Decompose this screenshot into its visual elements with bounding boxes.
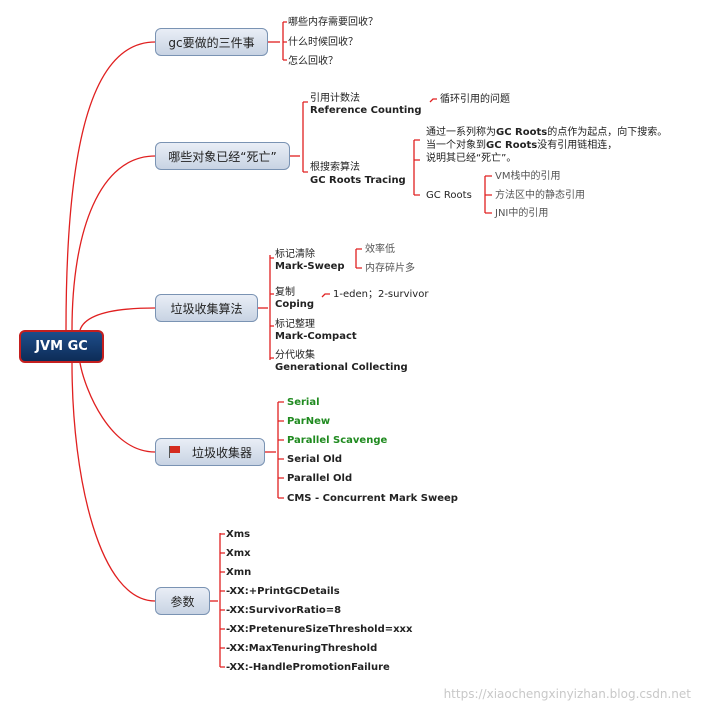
branch-label: 参数 bbox=[170, 594, 195, 609]
gc-roots-desc-line3: 说明其已经“死亡”。 bbox=[426, 153, 517, 164]
param-pretenure-size: -XX:PretenureSizeThreshold=xxx bbox=[226, 624, 413, 635]
param-xms: Xms bbox=[226, 529, 251, 540]
gc-roots-label: GC Roots bbox=[426, 190, 472, 201]
gc-roots-desc-line2: 当一个对象到GC Roots没有引用链相连， bbox=[426, 140, 618, 151]
param-handle-promotion: -XX:-HandlePromotionFailure bbox=[226, 662, 390, 673]
branch-dead-objects[interactable]: 哪些对象已经“死亡” bbox=[155, 142, 290, 170]
branch-gc-algorithms[interactable]: 垃圾收集算法 bbox=[155, 294, 258, 322]
branch-label: gc要做的三件事 bbox=[168, 35, 255, 50]
red-flag-icon bbox=[168, 446, 182, 458]
branch-gc-collectors[interactable]: 垃圾收集器 bbox=[155, 438, 265, 466]
gc-root-jni: JNI中的引用 bbox=[495, 208, 549, 219]
ref-counting-note: 循环引用的问题 bbox=[440, 94, 510, 105]
branch-label: 垃圾收集器 bbox=[191, 445, 252, 460]
collector-serial: Serial bbox=[287, 397, 320, 408]
param-max-tenuring: -XX:MaxTenuringThreshold bbox=[226, 643, 378, 654]
param-print-gc-details: -XX:+PrintGCDetails bbox=[226, 586, 340, 597]
param-xmn: Xmn bbox=[226, 567, 252, 578]
mark-compact-cn: 标记整理 bbox=[275, 319, 315, 330]
collector-serial-old: Serial Old bbox=[287, 454, 343, 465]
branch-label: 哪些对象已经“死亡” bbox=[168, 149, 277, 164]
root-tracing-en: GC Roots Tracing bbox=[310, 175, 406, 186]
coping-cn: 复制 bbox=[275, 287, 295, 298]
mark-sweep-cn: 标记清除 bbox=[275, 249, 315, 260]
gc-root-static-ref: 方法区中的静态引用 bbox=[495, 190, 585, 201]
branch-label: 垃圾收集算法 bbox=[170, 301, 243, 316]
topic-which-memory: 哪些内存需要回收？ bbox=[288, 17, 378, 28]
coping-en: Coping bbox=[275, 299, 315, 310]
coping-note: 1-eden；2-survivor bbox=[333, 289, 429, 300]
topic-how-collect: 怎么回收？ bbox=[288, 56, 338, 67]
param-xmx: Xmx bbox=[226, 548, 251, 559]
watermark: https://xiaochengxinyizhan.blog.csdn.net bbox=[443, 687, 691, 701]
collector-parnew: ParNew bbox=[287, 416, 331, 427]
param-survivor-ratio: -XX:SurvivorRatio=8 bbox=[226, 605, 342, 616]
mark-sweep-note-fragment: 内存碎片多 bbox=[365, 263, 415, 274]
collector-parallel-scavenge: Parallel Scavenge bbox=[287, 435, 388, 446]
root-label: JVM GC bbox=[35, 339, 88, 354]
topic-when-collect: 什么时候回收？ bbox=[288, 37, 358, 48]
gc-roots-desc-line1: 通过一系列称为GC Roots的点作为起点，向下搜索。 bbox=[426, 127, 668, 138]
ref-counting-cn: 引用计数法 bbox=[310, 93, 360, 104]
gc-root-vm-stack: VM栈中的引用 bbox=[495, 171, 561, 182]
generational-cn: 分代收集 bbox=[275, 350, 315, 361]
branch-params[interactable]: 参数 bbox=[155, 587, 210, 615]
branch-gc-three-tasks[interactable]: gc要做的三件事 bbox=[155, 28, 268, 56]
root-tracing-cn: 根搜索算法 bbox=[310, 162, 360, 173]
generational-en: Generational Collecting bbox=[275, 362, 408, 373]
collector-cms: CMS - Concurrent Mark Sweep bbox=[287, 493, 458, 504]
root-node[interactable]: JVM GC bbox=[19, 330, 104, 363]
collector-parallel-old: Parallel Old bbox=[287, 473, 353, 484]
mark-compact-en: Mark-Compact bbox=[275, 331, 357, 342]
ref-counting-en: Reference Counting bbox=[310, 105, 422, 116]
mark-sweep-en: Mark-Sweep bbox=[275, 261, 345, 272]
mark-sweep-note-efficiency: 效率低 bbox=[365, 244, 395, 255]
